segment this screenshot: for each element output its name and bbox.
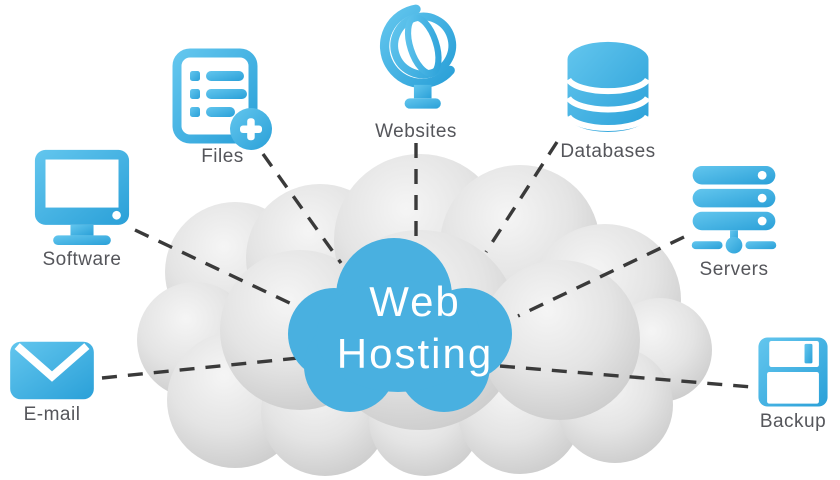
node-software: Software [22,148,142,271]
node-label: E-mail [23,404,81,425]
file-add-icon [172,48,272,150]
node-label: Databases [560,141,656,162]
node-websites: Websites [357,2,475,143]
node-label: Software [42,249,122,270]
node-label: Files [201,146,244,167]
node-databases: Databases [548,34,668,163]
connector-email [101,355,309,380]
connector-backup [499,364,753,389]
globe-icon [379,4,457,109]
node-label: Backup [759,411,827,432]
connector-servers [517,235,685,318]
node-label: Servers [699,259,769,280]
node-backup: Backup [742,336,840,433]
connector-software [134,228,297,308]
hub-title-line1: Web [369,278,461,325]
hub-body [316,280,480,392]
monitor-icon [34,149,130,246]
database-icon [565,41,651,133]
node-label: Websites [375,121,457,142]
hub-title-line2: Hosting [336,330,494,377]
envelope-icon [10,341,94,400]
connector-files [261,153,343,264]
hub-title: Web Hosting [304,276,526,380]
server-stack-icon [691,166,777,254]
node-email: E-mail [0,340,104,426]
floppy-disk-icon [758,337,828,407]
connector-databases [484,141,559,253]
node-files: Files [165,48,280,168]
node-servers: Servers [678,164,790,281]
